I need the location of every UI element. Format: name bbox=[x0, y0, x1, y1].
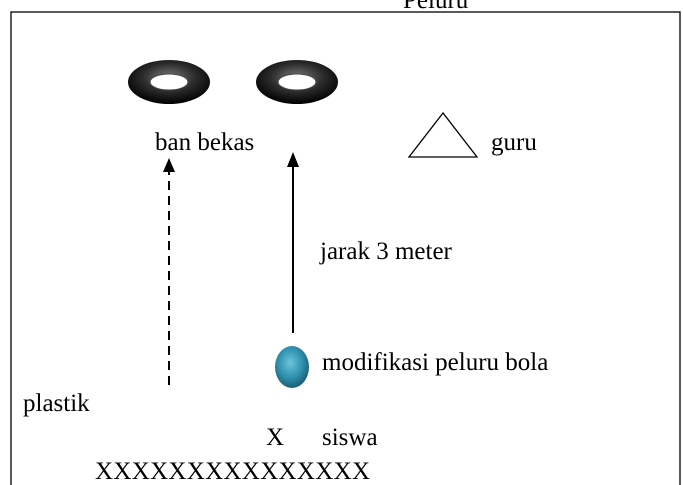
student-marker: X bbox=[266, 424, 285, 451]
tire-label: ban bekas bbox=[155, 129, 255, 156]
ball-icon bbox=[275, 346, 309, 388]
solid-arrow-head bbox=[287, 152, 299, 167]
header-cut-text: Peluru bbox=[403, 0, 469, 14]
tire-icon-left bbox=[128, 60, 210, 104]
student-row: XXXXXXXXXXXXXXX bbox=[95, 458, 371, 485]
plastic-label: plastik bbox=[23, 390, 90, 417]
distance-label: jarak 3 meter bbox=[320, 238, 452, 265]
frame-border bbox=[10, 11, 681, 485]
teacher-label: guru bbox=[491, 129, 537, 156]
ball-label: modifikasi peluru bola bbox=[322, 349, 549, 376]
dashed-arrow-head bbox=[163, 158, 175, 172]
teacher-triangle-icon bbox=[407, 111, 479, 158]
student-label: siswa bbox=[322, 424, 378, 451]
tire-icon-right bbox=[256, 60, 338, 104]
